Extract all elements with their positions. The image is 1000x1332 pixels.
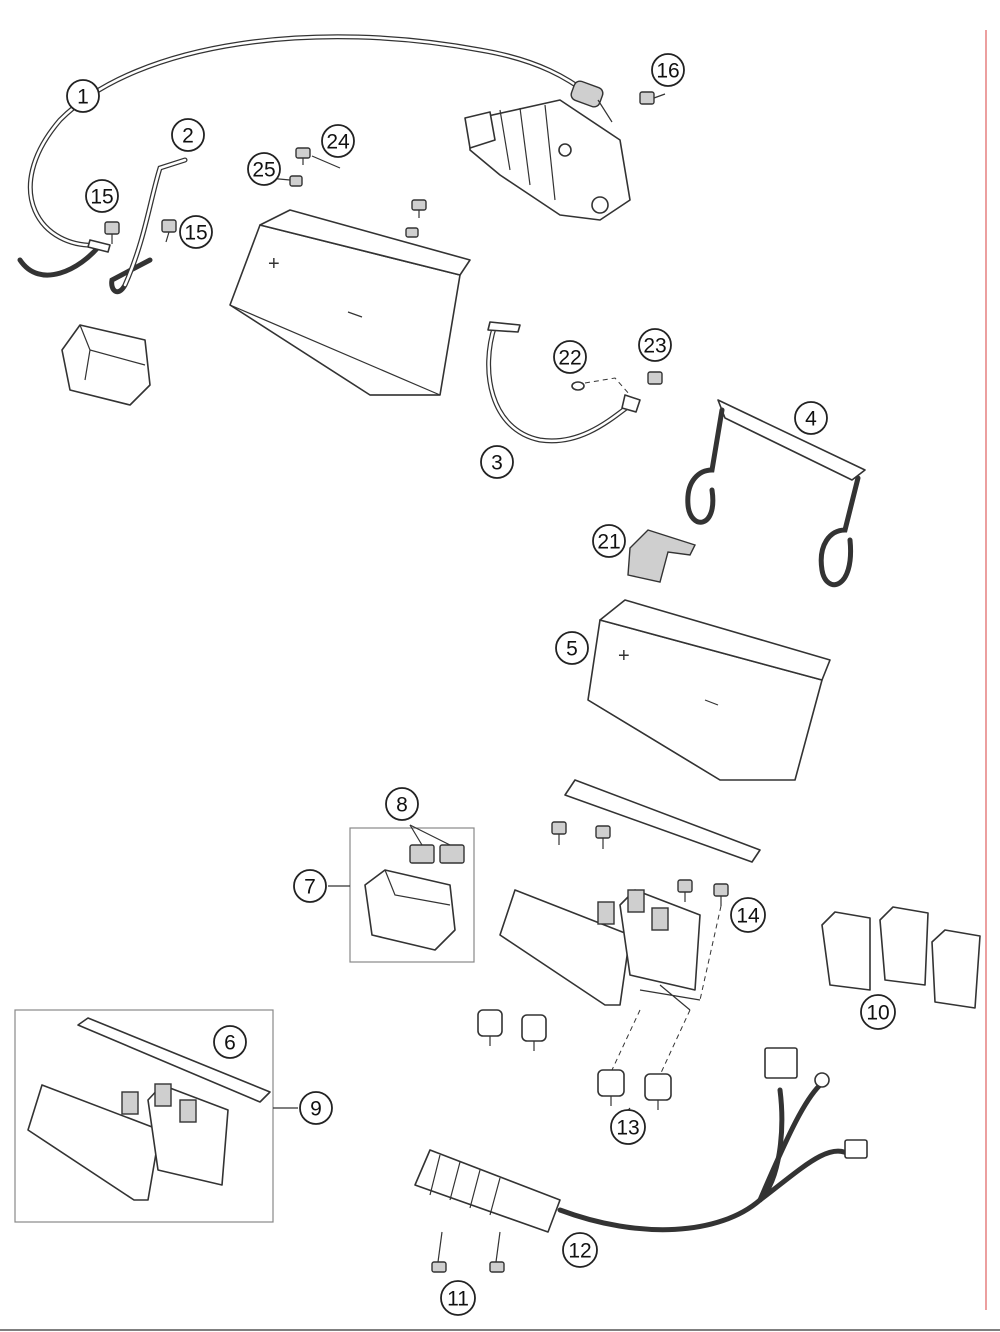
mounting-plate bbox=[564, 779, 761, 863]
callout-13: 13 bbox=[610, 1109, 646, 1145]
screws-11 bbox=[431, 1231, 505, 1273]
rubber-mounts bbox=[477, 1009, 547, 1051]
fuse-box-assembly bbox=[499, 889, 701, 1011]
svg-text:2: 2 bbox=[182, 125, 194, 148]
callout-3: 3 bbox=[480, 445, 514, 479]
svg-text:16: 16 bbox=[656, 60, 679, 83]
callout-2: 2 bbox=[171, 118, 205, 152]
callout-14: 14 bbox=[730, 897, 766, 933]
svg-text:23: 23 bbox=[643, 335, 666, 358]
callout-4: 4 bbox=[794, 401, 828, 435]
callout-7: 7 bbox=[293, 869, 327, 903]
callout-9: 9 bbox=[299, 1091, 333, 1125]
svg-text:15: 15 bbox=[184, 222, 207, 245]
svg-text:12: 12 bbox=[568, 1240, 591, 1263]
callout-23: 23 bbox=[638, 328, 672, 362]
callout-1: 1 bbox=[66, 79, 100, 113]
callout-6: 6 bbox=[213, 1025, 247, 1059]
washer-22-screw-23 bbox=[571, 371, 663, 396]
relay-kit-7 bbox=[349, 824, 475, 963]
bolt-24-nut-25 bbox=[289, 147, 427, 238]
battery-strap bbox=[685, 399, 866, 588]
svg-text:22: 22 bbox=[558, 347, 581, 370]
terminal-cover-21 bbox=[627, 529, 696, 583]
starter-motor bbox=[464, 99, 631, 221]
ground-cable bbox=[109, 157, 188, 295]
svg-text:10: 10 bbox=[866, 1002, 889, 1025]
svg-text:11: 11 bbox=[447, 1288, 469, 1311]
callout-24: 24 bbox=[321, 124, 355, 158]
svg-text:+: + bbox=[618, 645, 630, 667]
svg-text:25: 25 bbox=[252, 159, 275, 182]
svg-text:1: 1 bbox=[77, 86, 89, 109]
svg-text:15: 15 bbox=[90, 186, 113, 209]
fuse-box-kit-9 bbox=[14, 1009, 298, 1223]
callout-21: 21 bbox=[592, 524, 626, 558]
callout-12: 12 bbox=[562, 1232, 598, 1268]
relay-housing-upper bbox=[61, 324, 151, 406]
rubber-mounts-13 bbox=[597, 1009, 691, 1110]
svg-text:5: 5 bbox=[566, 638, 578, 661]
svg-text:9: 9 bbox=[310, 1098, 322, 1121]
svg-text:7: 7 bbox=[304, 876, 316, 899]
cable-3 bbox=[486, 321, 641, 444]
voltage-regulator-12 bbox=[414, 1047, 868, 1233]
svg-text:4: 4 bbox=[805, 408, 817, 431]
callout-25: 25 bbox=[247, 152, 281, 186]
callout-16: 16 bbox=[651, 53, 685, 87]
callout-5: 5 bbox=[555, 631, 589, 665]
screws-15 bbox=[104, 219, 177, 244]
battery-upper: + bbox=[229, 209, 471, 396]
starter-cable bbox=[17, 34, 613, 278]
svg-text:24: 24 bbox=[326, 131, 350, 154]
callout-15a: 15 bbox=[85, 179, 119, 213]
callout-22: 22 bbox=[553, 340, 587, 374]
svg-text:21: 21 bbox=[597, 531, 620, 554]
svg-text:+: + bbox=[268, 253, 280, 275]
callout-8: 8 bbox=[385, 787, 419, 821]
battery-5: + bbox=[587, 599, 831, 781]
svg-text:3: 3 bbox=[491, 452, 503, 475]
svg-text:6: 6 bbox=[224, 1032, 236, 1055]
relays-10 bbox=[821, 906, 981, 1009]
svg-text:13: 13 bbox=[616, 1117, 639, 1140]
callout-10: 10 bbox=[860, 994, 896, 1030]
screw-16 bbox=[639, 91, 666, 105]
callout-11: 11 bbox=[440, 1280, 476, 1316]
svg-text:8: 8 bbox=[396, 794, 408, 817]
plate-screws bbox=[551, 821, 611, 849]
screws-14 bbox=[677, 879, 729, 1001]
callout-15b: 15 bbox=[179, 215, 213, 249]
svg-text:14: 14 bbox=[736, 905, 760, 928]
